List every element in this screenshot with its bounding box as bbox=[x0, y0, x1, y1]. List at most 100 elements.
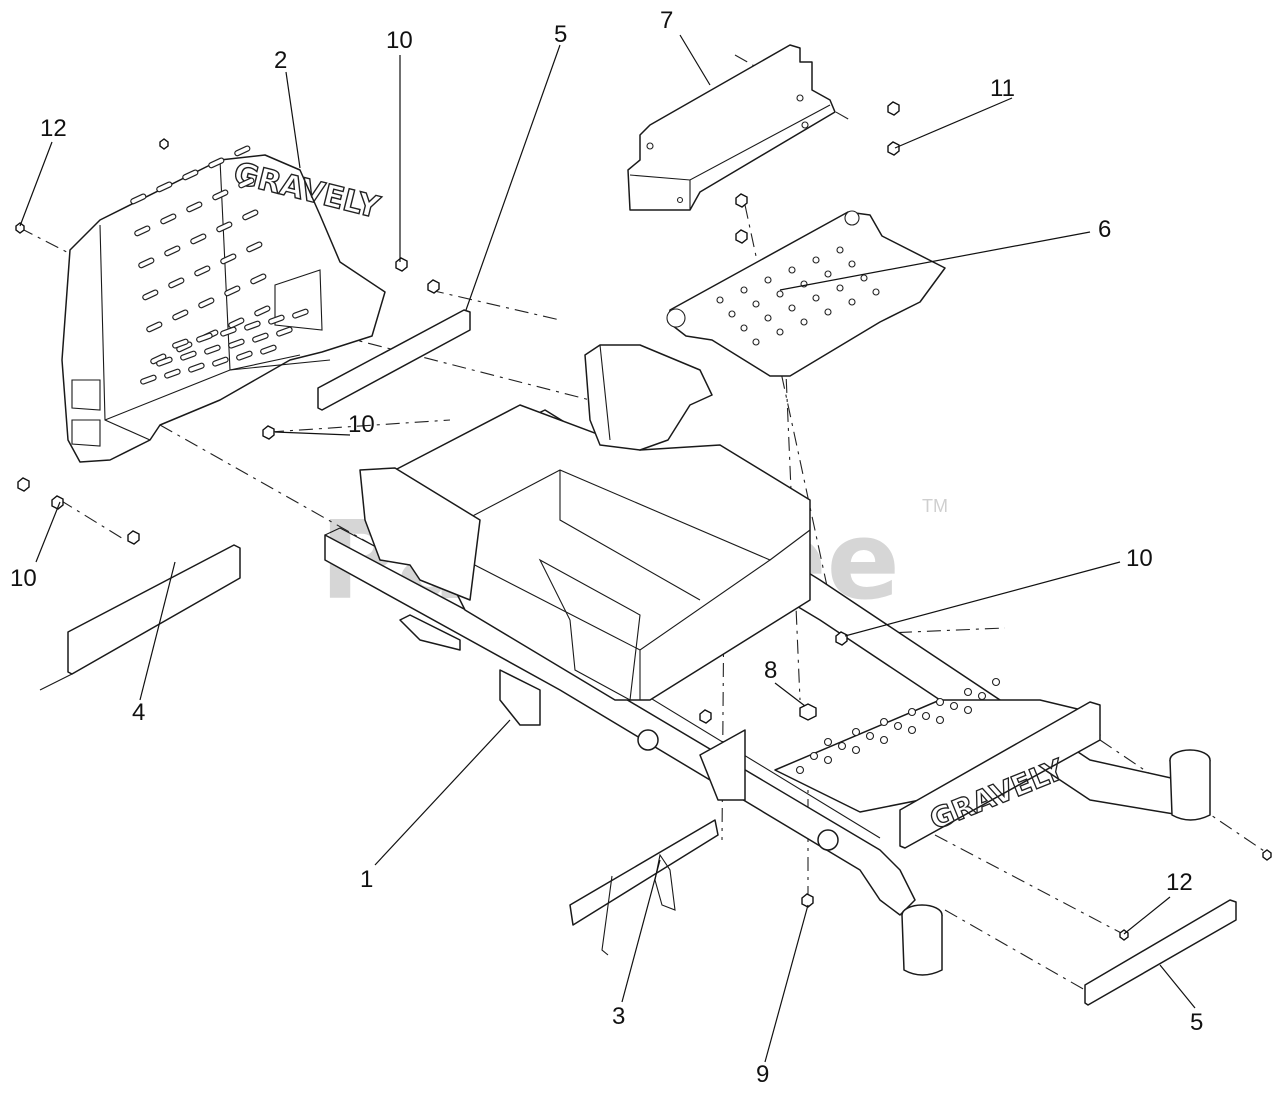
seat-slot bbox=[250, 273, 267, 285]
seat-slot bbox=[142, 289, 159, 301]
plate-hole bbox=[823, 737, 833, 747]
plate-hole bbox=[752, 300, 760, 308]
seat-slot bbox=[198, 297, 215, 309]
plate-hole bbox=[907, 707, 917, 717]
callout-6: 6 bbox=[1098, 216, 1111, 243]
bolt-icon bbox=[887, 101, 900, 116]
seat-slot bbox=[212, 356, 229, 367]
seat-slot bbox=[254, 305, 271, 317]
plate-hole bbox=[824, 270, 832, 278]
seat-slot bbox=[172, 309, 189, 321]
plate-hole bbox=[949, 701, 959, 711]
callout-2: 2 bbox=[274, 47, 287, 74]
plate-hole bbox=[809, 751, 819, 761]
plate-hole bbox=[848, 260, 856, 268]
bolt-icon bbox=[262, 425, 275, 440]
seat-slot bbox=[190, 233, 207, 245]
callout-12-left: 12 bbox=[40, 115, 67, 142]
plate-hole bbox=[795, 765, 805, 775]
seat-slot bbox=[160, 213, 177, 225]
plate-hole bbox=[740, 286, 748, 294]
seat-slot bbox=[238, 177, 255, 189]
seat-slot bbox=[208, 157, 225, 169]
seat-slot bbox=[164, 245, 181, 257]
bolt-icon bbox=[801, 893, 814, 908]
bolt-icon bbox=[735, 229, 748, 244]
callout-5-lower: 5 bbox=[1190, 1009, 1203, 1036]
plate-hole bbox=[764, 314, 772, 322]
plate-hole bbox=[836, 246, 844, 254]
plate-hole bbox=[823, 755, 833, 765]
plate-hole bbox=[812, 256, 820, 264]
plate-hole bbox=[872, 288, 880, 296]
seat-slot bbox=[140, 374, 157, 385]
seat-slot bbox=[236, 350, 253, 361]
callout-10-middle: 10 bbox=[348, 411, 375, 438]
seat-slot bbox=[164, 368, 181, 379]
strip-part-5-upper bbox=[317, 309, 471, 411]
seat-slot bbox=[186, 201, 203, 213]
plate-hole bbox=[776, 328, 784, 336]
plate-hole bbox=[879, 717, 889, 727]
seat-slot bbox=[228, 338, 245, 349]
plate-part-6 bbox=[666, 210, 946, 377]
screw-icon bbox=[799, 703, 817, 721]
seat-slot bbox=[276, 326, 293, 337]
plate-hole bbox=[716, 296, 724, 304]
plate-hole bbox=[907, 725, 917, 735]
plate-hole bbox=[851, 745, 861, 755]
seat-slot bbox=[168, 277, 185, 289]
seat-slot bbox=[252, 332, 269, 343]
plate-hole bbox=[752, 338, 760, 346]
bracket-part-3 bbox=[569, 819, 719, 956]
seat-slot bbox=[242, 209, 259, 221]
plate-hole bbox=[851, 727, 861, 737]
callout-12-right: 12 bbox=[1166, 869, 1193, 896]
seat-slot bbox=[194, 265, 211, 277]
plate-hole bbox=[865, 731, 875, 741]
callout-4: 4 bbox=[132, 699, 145, 726]
callout-8: 8 bbox=[764, 657, 777, 684]
bolt-icon bbox=[835, 631, 848, 646]
seat-slot bbox=[156, 181, 173, 193]
plate-hole bbox=[963, 705, 973, 715]
plate-hole bbox=[879, 735, 889, 745]
plate-hole bbox=[776, 290, 784, 298]
bolt-icon bbox=[427, 279, 440, 294]
plate-hole bbox=[788, 304, 796, 312]
plate-hole bbox=[812, 294, 820, 302]
seat-slot bbox=[220, 326, 237, 337]
seat-slot bbox=[234, 145, 251, 157]
plate-hole bbox=[963, 687, 973, 697]
bolt-icon bbox=[159, 138, 169, 150]
callout-10-left: 10 bbox=[10, 565, 37, 592]
seat-slot bbox=[216, 221, 233, 233]
plate-hole bbox=[935, 697, 945, 707]
plate-hole bbox=[728, 310, 736, 318]
seat-slot bbox=[130, 193, 147, 205]
seat-slot bbox=[196, 332, 213, 343]
seat-slot bbox=[224, 285, 241, 297]
plate-hole bbox=[788, 266, 796, 274]
plate-hole bbox=[800, 318, 808, 326]
plate-hole bbox=[836, 284, 844, 292]
seat-slot bbox=[182, 169, 199, 181]
plate-hole bbox=[893, 721, 903, 731]
callout-3: 3 bbox=[612, 1003, 625, 1030]
bolt-icon bbox=[127, 530, 140, 545]
seat-slot bbox=[292, 308, 309, 319]
seat-slot bbox=[260, 344, 277, 355]
callout-11: 11 bbox=[990, 75, 1015, 102]
bolt-icon bbox=[699, 709, 712, 724]
callout-7: 7 bbox=[660, 7, 673, 34]
seat-slot bbox=[172, 338, 189, 349]
bolt-icon bbox=[1262, 849, 1272, 861]
bolt-icon bbox=[395, 257, 408, 272]
seat-slot bbox=[180, 350, 197, 361]
main-frame-part-1: GRAVELY bbox=[324, 344, 1211, 976]
callout-10-top: 10 bbox=[386, 27, 413, 54]
plate-hole bbox=[860, 274, 868, 282]
seat-slot bbox=[138, 257, 155, 269]
strip-part-5-lower bbox=[1084, 899, 1237, 1006]
